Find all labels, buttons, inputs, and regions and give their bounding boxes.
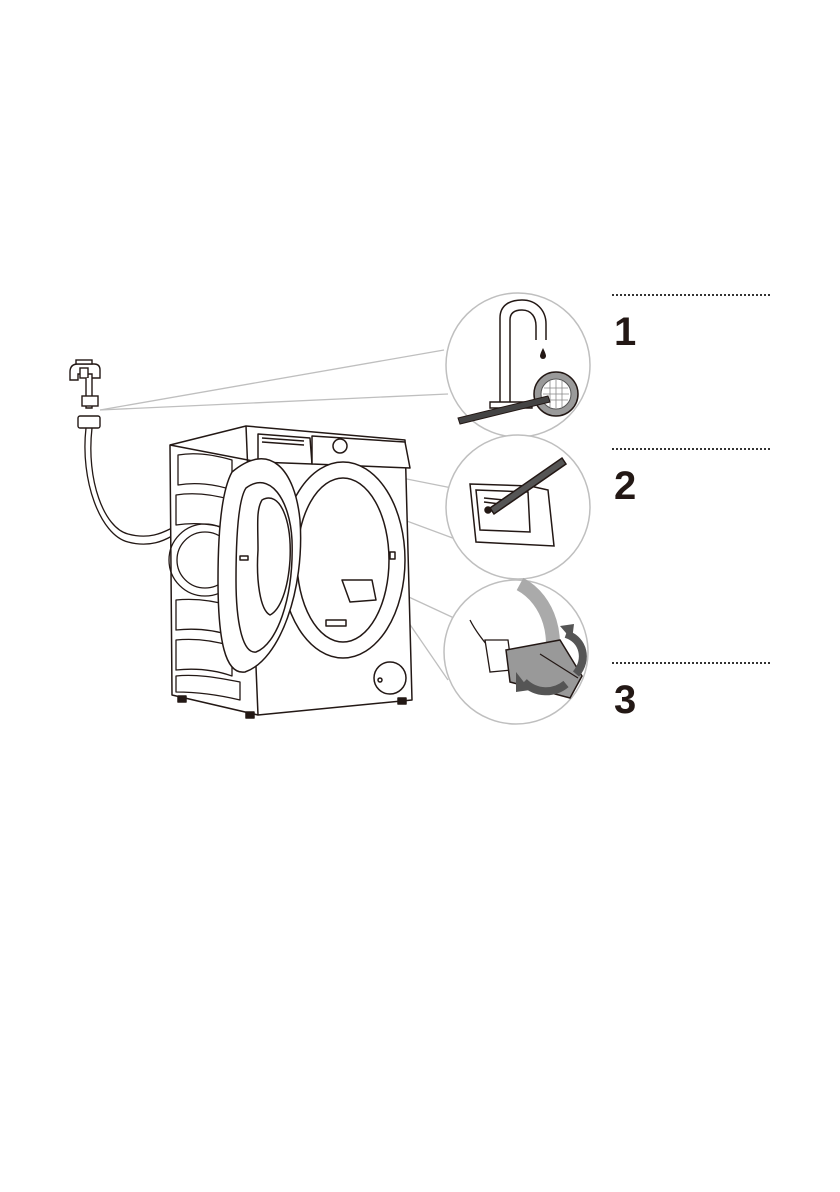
step-divider [612,662,770,664]
detail-circle-1 [446,293,590,437]
step-number: 2 [612,466,770,506]
step-number: 3 [612,680,770,720]
step-2: 2 [612,448,770,506]
step-1: 1 [612,294,770,352]
step-number: 1 [612,312,770,352]
step-3: 3 [612,662,770,720]
step-divider [612,294,770,296]
washing-machine [169,426,412,718]
detail-circle-3 [444,580,588,724]
water-tap-icon [70,360,100,428]
detail-circle-2 [446,435,590,579]
inlet-hose [85,428,172,544]
step-divider [612,448,770,450]
